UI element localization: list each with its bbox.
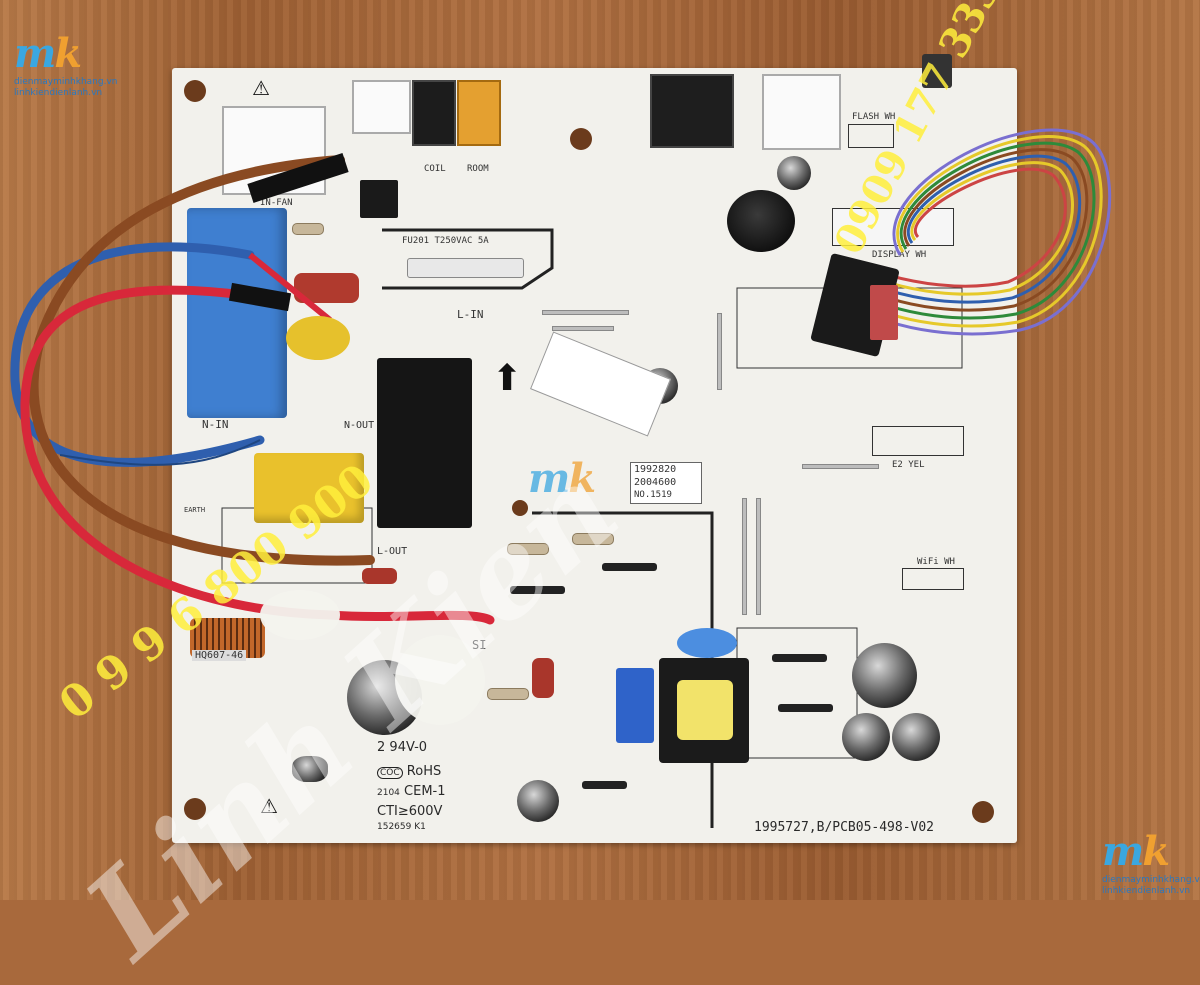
jumper-wire: [542, 310, 629, 315]
label-flash: FLASH WH: [852, 112, 896, 122]
e2-header: [872, 426, 964, 456]
logo-site-2: linhkiendienlanh.vn: [14, 88, 103, 98]
diode: [602, 563, 657, 571]
insulation-wrap: [395, 635, 485, 725]
label-l-out: L-OUT: [377, 546, 408, 557]
insulation-wrap: [260, 590, 340, 640]
resistor: [292, 223, 324, 235]
batch-text: 152659 K1: [377, 822, 426, 832]
jumper-wire: [552, 326, 614, 331]
hazard-icon: ⚠: [252, 76, 270, 100]
black-connector-top[interactable]: [650, 74, 734, 148]
push-switch[interactable]: [922, 54, 952, 88]
watermark-logo-center: mk: [528, 455, 596, 502]
inductor-label: HQ607-46: [192, 650, 247, 661]
sticker-line-1: 1992820: [634, 464, 677, 475]
watermark-logo-top-left: mk dienmayminhkhang.vn linhkiendienlanh.…: [14, 30, 117, 99]
jumper-wire: [756, 498, 761, 615]
wire-terminal: [286, 316, 350, 360]
coil-connector[interactable]: [412, 80, 456, 146]
label-coil: COIL: [424, 164, 446, 174]
logo-mark: mk: [528, 455, 596, 502]
arrow-icon: ⬆: [492, 358, 523, 399]
mounting-hole: [184, 798, 206, 820]
red-capacitor: [532, 658, 554, 698]
buzzer: [727, 190, 795, 252]
jumper-wire: [717, 313, 722, 390]
electrolytic-capacitor: [842, 713, 890, 761]
ic-chip: [360, 180, 398, 218]
sticker-line-3: NO.1519: [634, 490, 672, 500]
label-earth: EARTH: [184, 506, 206, 514]
resistor: [507, 543, 549, 555]
part-number: 1995727,B/PCB05-498-V02: [754, 820, 935, 835]
diode: [582, 781, 627, 789]
mounting-hole: [512, 500, 528, 516]
label-n-in: N-IN: [202, 418, 229, 431]
label-si: SI: [472, 638, 487, 652]
logo-site-1: dienmayminhkhang.vn: [1102, 875, 1200, 885]
resistor: [572, 533, 614, 545]
label-in-fan: IN-FAN: [260, 198, 293, 208]
wires: [10, 128, 1111, 725]
logo-site-1: dienmayminhkhang.vn: [14, 77, 118, 87]
label-room: ROOM: [467, 164, 489, 174]
serial-sticker: 1992820 2004600 NO.1519: [630, 462, 702, 504]
cti-text: CTI≥600V: [377, 804, 443, 819]
wire-sleeve: [247, 153, 349, 203]
ribbon-cable: [859, 128, 1111, 336]
label-e2: E2 YEL: [892, 460, 925, 470]
jumper-wire: [742, 498, 747, 615]
logo-site-2: linhkiendienlanh.vn: [1102, 886, 1191, 896]
diode: [772, 654, 827, 662]
hazard-icon: ⚠: [260, 794, 278, 818]
rohs-label: RoHS: [406, 764, 442, 779]
watermark-logo-bottom-right: mk dienmayminhkhang.vn linhkiendienlanh.…: [1102, 828, 1200, 897]
relay: [377, 358, 472, 528]
transformer-coil: [677, 680, 733, 740]
electrolytic-capacitor: [292, 756, 328, 782]
room-connector[interactable]: [457, 80, 501, 146]
material-label: CEM-1: [404, 784, 446, 799]
diode: [778, 704, 833, 712]
yellow-capacitor: [254, 453, 364, 523]
pcb-board: IN-FAN COIL ROOM FLASH WH DISPLAY WH L-I…: [172, 54, 1017, 843]
label-n-out: N-OUT: [344, 420, 375, 431]
transformer: [659, 658, 749, 763]
blue-ceramic-capacitor: [677, 628, 737, 658]
electrolytic-capacitor: [517, 780, 559, 822]
electrolytic-capacitor: [892, 713, 940, 761]
wire-sleeve: [228, 282, 292, 312]
fuse-label: FU201 T250VAC 5A: [402, 236, 489, 246]
electrolytic-capacitor: [777, 156, 811, 190]
resistor: [487, 688, 529, 700]
flash-header: [848, 124, 894, 148]
red-capacitor: [362, 568, 397, 584]
ribbon-connector-pink[interactable]: [870, 285, 898, 340]
white-connector-top[interactable]: [762, 74, 841, 150]
label-wifi: WiFi WH: [917, 557, 955, 567]
jumper-wire: [802, 464, 879, 469]
logo-mark: mk: [14, 30, 82, 77]
mounting-hole: [570, 128, 592, 150]
logo-mark: mk: [1102, 828, 1170, 875]
blue-capacitor: [616, 668, 654, 743]
blue-x-capacitor: [187, 208, 287, 418]
mounting-hole: [972, 801, 994, 823]
label-l-in: L-IN: [457, 308, 484, 321]
white-connector[interactable]: [352, 80, 411, 134]
material-text: 2104 CEM-1: [377, 784, 446, 799]
mounting-hole: [184, 80, 206, 102]
rohs-text: COC RoHS: [377, 764, 441, 779]
rating-text: 2 94V-0: [377, 740, 427, 755]
rating-prefix: 2: [377, 740, 386, 755]
rating-value: 94V-0: [389, 740, 428, 755]
sticker-line-2: 2004600: [634, 477, 677, 488]
fuse: [407, 258, 524, 278]
electrolytic-capacitor: [852, 643, 917, 708]
date-code: 2104: [377, 788, 400, 798]
wifi-header: [902, 568, 964, 590]
coc-badge: COC: [377, 767, 403, 779]
diode: [510, 586, 565, 594]
